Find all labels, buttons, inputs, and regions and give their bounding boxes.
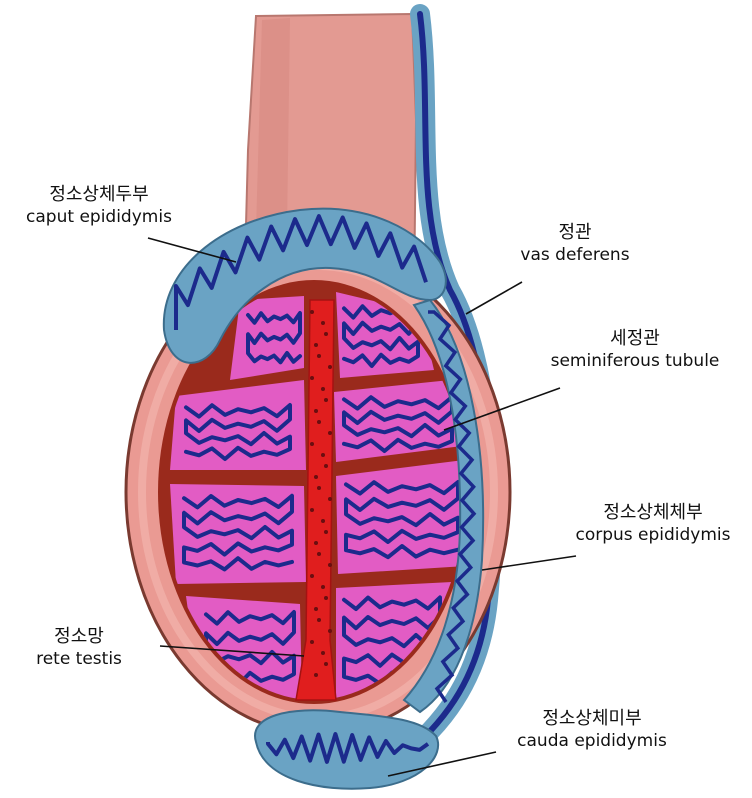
label-vas-en: vas deferens — [500, 245, 650, 266]
rete-dot — [314, 673, 318, 677]
rete-dot — [321, 387, 325, 391]
label-cauda-en: cauda epididymis — [494, 731, 690, 752]
rete-dot — [317, 354, 321, 358]
rete-dot — [324, 530, 328, 534]
rete-dot — [321, 585, 325, 589]
rete-dot — [310, 310, 314, 314]
rete-dot — [328, 365, 332, 369]
rete-dot — [314, 409, 318, 413]
label-caput-ko: 정소상체두부 — [6, 184, 192, 207]
label-caput: 정소상체두부 caput epididymis — [6, 184, 192, 228]
rete-dot — [314, 541, 318, 545]
label-semi: 세정관 seminiferous tubule — [530, 328, 740, 372]
rete-dot — [310, 442, 314, 446]
rete-dot — [328, 629, 332, 633]
rete-dot — [317, 420, 321, 424]
rete-dot — [328, 431, 332, 435]
rete-dot — [310, 508, 314, 512]
rete-dot — [310, 640, 314, 644]
label-corpus: 정소상체체부 corpus epididymis — [560, 502, 746, 546]
rete-dot — [321, 453, 325, 457]
label-semi-en: seminiferous tubule — [530, 351, 740, 372]
rete-dot — [317, 618, 321, 622]
rete-dot — [324, 596, 328, 600]
rete-dot — [321, 519, 325, 523]
leader-vas — [466, 282, 522, 314]
rete-dot — [324, 464, 328, 468]
rete-dot — [317, 552, 321, 556]
rete-dot — [317, 486, 321, 490]
rete-dot — [310, 574, 314, 578]
rete-dot — [324, 332, 328, 336]
rete-dot — [321, 651, 325, 655]
label-vas: 정관 vas deferens — [500, 222, 650, 266]
label-corpus-en: corpus epididymis — [560, 525, 746, 546]
rete-dot — [314, 343, 318, 347]
label-semi-ko: 세정관 — [530, 328, 740, 351]
rete-dot — [314, 607, 318, 611]
rete-dot — [321, 321, 325, 325]
label-corpus-ko: 정소상체체부 — [560, 502, 746, 525]
label-vas-ko: 정관 — [500, 222, 650, 245]
rete-dot — [324, 662, 328, 666]
rete-dot — [324, 398, 328, 402]
label-rete-en: rete testis — [14, 649, 144, 670]
label-cauda: 정소상체미부 cauda epididymis — [494, 708, 690, 752]
rete-dot — [328, 563, 332, 567]
label-cauda-ko: 정소상체미부 — [494, 708, 690, 731]
rete-dot — [310, 376, 314, 380]
label-rete: 정소망 rete testis — [14, 626, 144, 670]
label-rete-ko: 정소망 — [14, 626, 144, 649]
rete-dot — [328, 497, 332, 501]
label-caput-en: caput epididymis — [6, 207, 192, 228]
rete-dot — [314, 475, 318, 479]
